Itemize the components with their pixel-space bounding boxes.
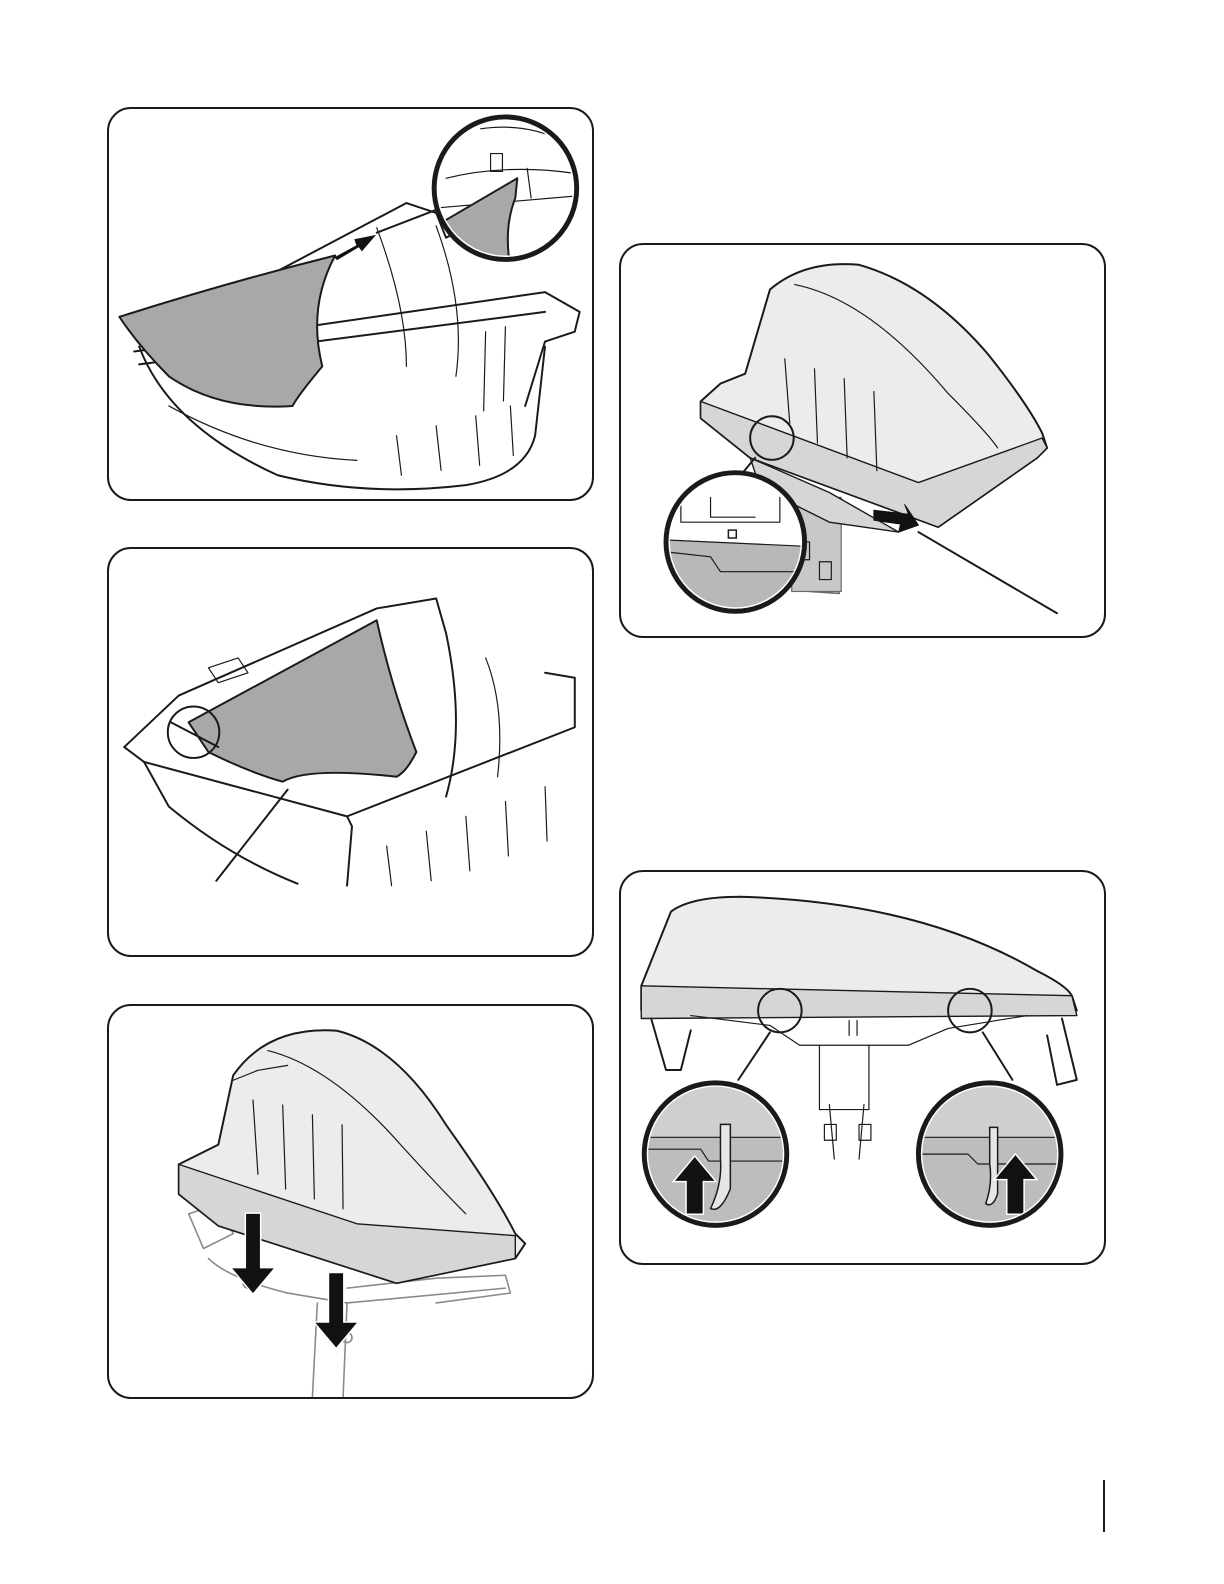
lid-lowering-illustration bbox=[109, 1006, 592, 1397]
bag-insertion-illustration bbox=[109, 109, 592, 499]
bag-installed-illustration bbox=[109, 549, 592, 955]
down-arrow-icon bbox=[315, 1273, 357, 1347]
figure-lid-hook bbox=[619, 243, 1106, 638]
figure-lid-latches bbox=[619, 870, 1106, 1265]
bag-liner-shape bbox=[119, 255, 335, 406]
page-margin-rule bbox=[1103, 1480, 1105, 1532]
lid-latches-illustration bbox=[621, 872, 1104, 1263]
lid-hook-illustration bbox=[621, 245, 1104, 636]
insert-arrow-icon bbox=[335, 236, 375, 260]
figure-bag-installed bbox=[107, 547, 594, 957]
leader-line bbox=[918, 532, 1057, 613]
figure-lid-lowering bbox=[107, 1004, 594, 1399]
bag-liner-shape bbox=[189, 620, 417, 781]
figure-bag-insertion bbox=[107, 107, 594, 501]
leader-line bbox=[216, 790, 287, 881]
